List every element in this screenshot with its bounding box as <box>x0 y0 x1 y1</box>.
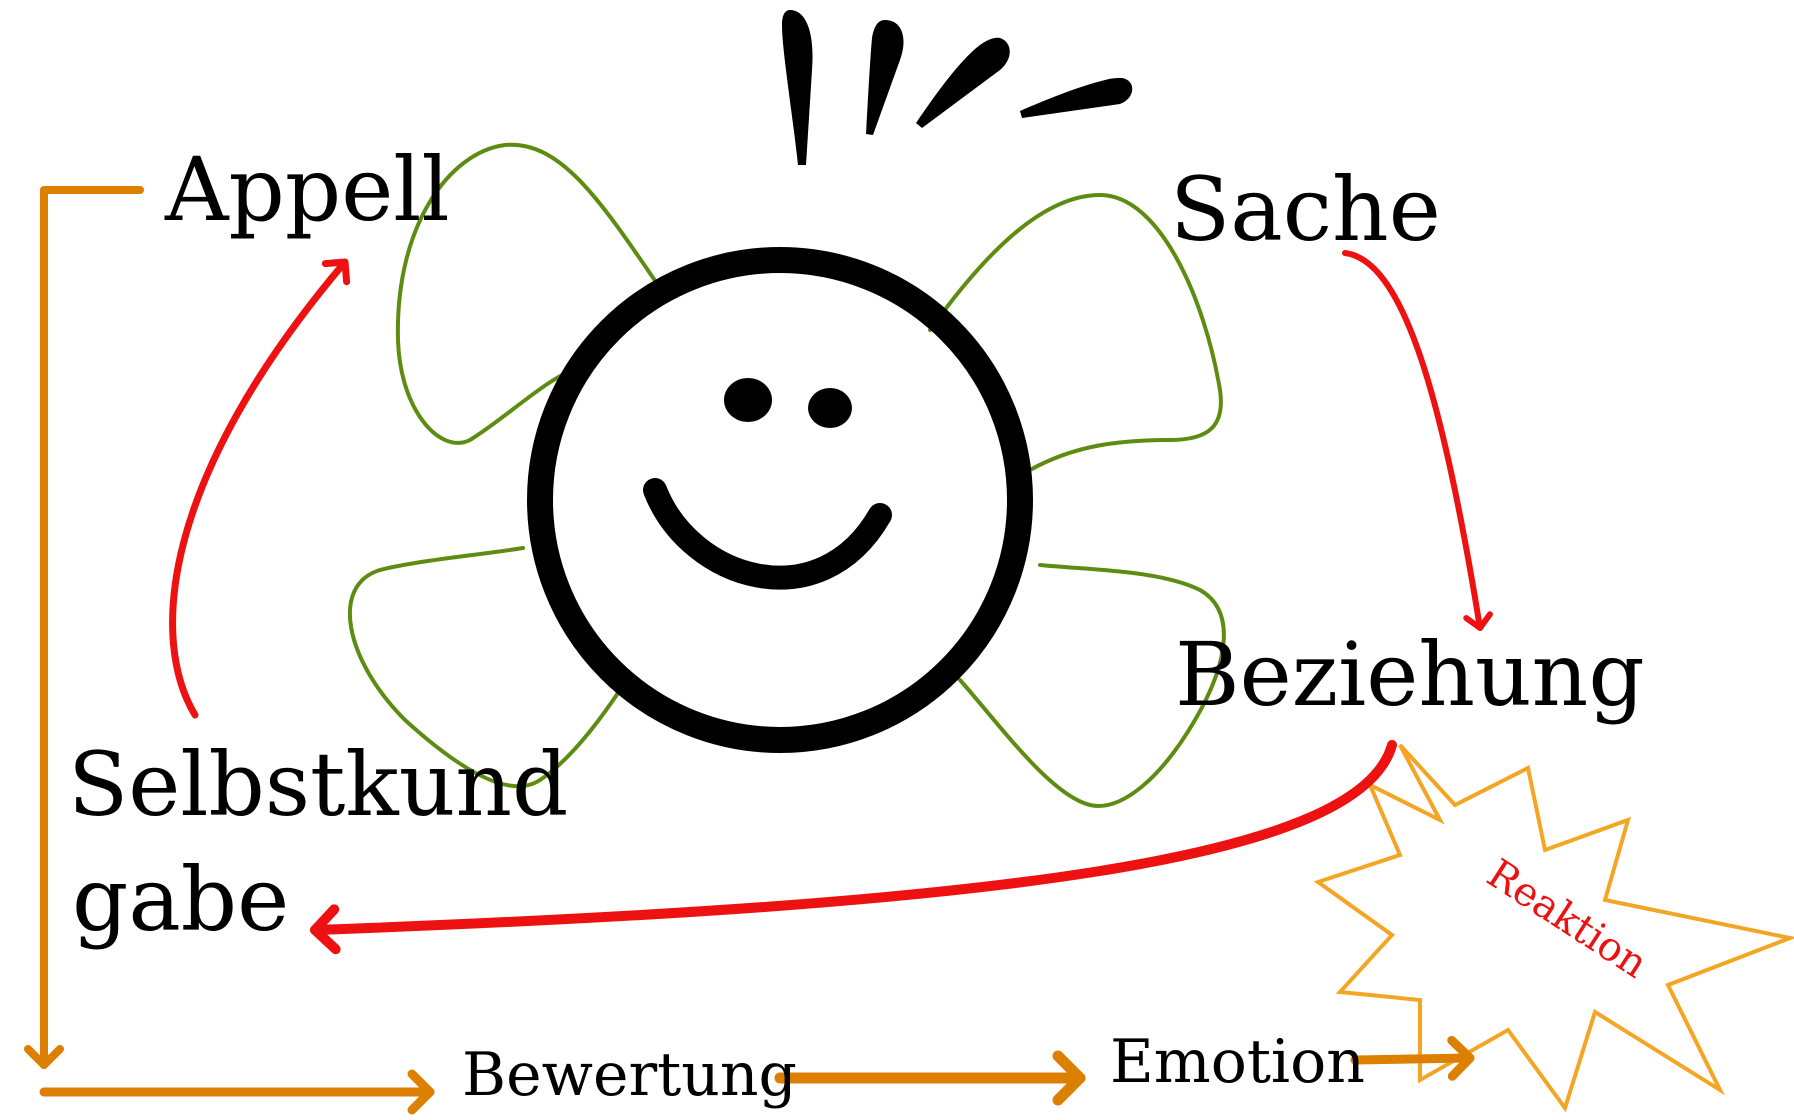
arrow-sache-to-beziehung <box>1342 250 1493 631</box>
smile-mouth <box>643 478 892 590</box>
selbstkund-label-line1: Selbstkund <box>68 733 568 836</box>
emotion-label: Emotion <box>1110 1027 1365 1097</box>
sache-label: Sache <box>1170 158 1441 261</box>
petal-bottom-left <box>347 546 622 789</box>
face-outline <box>527 247 1033 753</box>
right-eye <box>808 388 852 428</box>
orange-arrows <box>24 186 1475 1115</box>
smiley-face-icon <box>527 247 1033 753</box>
exclamation-strokes-icon <box>782 10 1133 165</box>
orange-frame-down <box>24 186 144 1069</box>
petal-bottom-right <box>958 563 1226 808</box>
reaktion-label: Reaktion <box>1479 851 1656 988</box>
bewertung-label: Bewertung <box>462 1040 797 1110</box>
starburst-icon: Reaktion <box>1313 743 1794 1113</box>
arrow-selbstkundgabe-to-appell <box>169 258 351 719</box>
petal-top-right <box>928 193 1223 472</box>
arrow-beziehung-to-selbstkundgabe <box>310 740 1397 955</box>
beziehung-label: Beziehung <box>1175 623 1645 726</box>
flower-petals <box>347 142 1226 808</box>
appell-label: Appell <box>164 138 450 241</box>
selbstkund-label-line2: gabe <box>72 848 289 951</box>
petal-top-left <box>395 142 660 445</box>
red-arrows <box>169 250 1493 955</box>
arrow-emotion-to-reaktion <box>1350 1035 1475 1081</box>
left-eye <box>724 378 772 422</box>
